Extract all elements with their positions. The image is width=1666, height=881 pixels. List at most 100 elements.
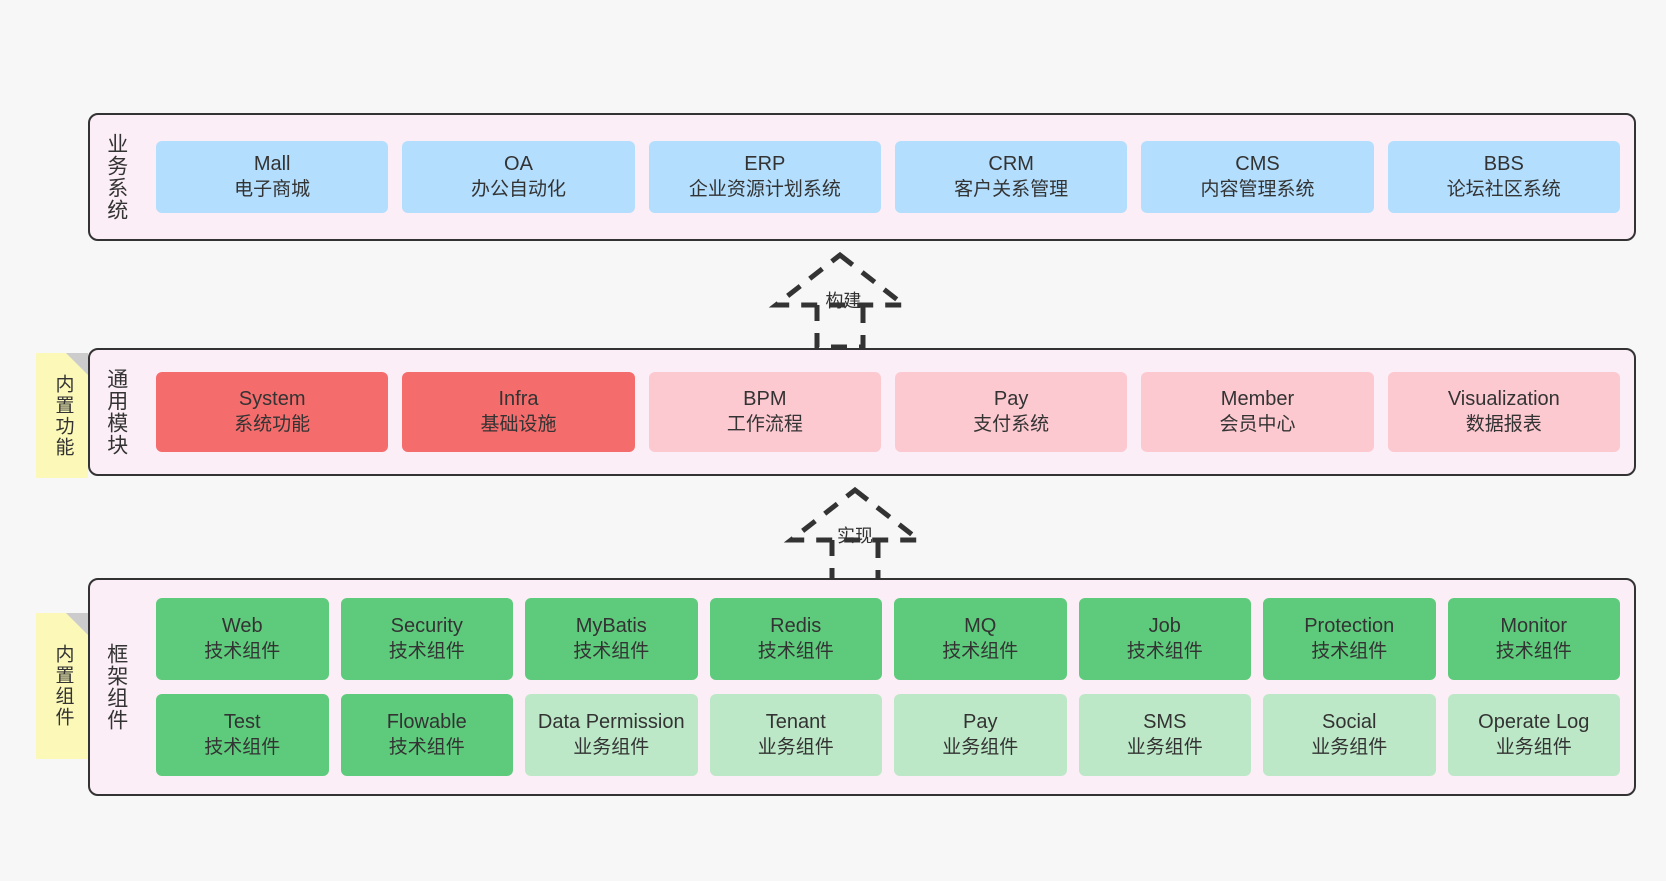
card-title: MQ	[964, 615, 997, 638]
connector-stem-icon	[814, 305, 866, 350]
card-title: Web	[221, 615, 263, 638]
connector-implement: 实现	[770, 484, 940, 585]
generalization-triangle-icon	[783, 486, 927, 543]
card-subtitle: 会员中心	[1219, 413, 1296, 435]
card-subtitle: 业务组件	[1311, 736, 1388, 758]
connector-implement-label: 实现	[837, 526, 873, 546]
connector-build: 构建	[755, 249, 925, 350]
card-title: Infra	[498, 388, 539, 411]
card-subtitle: 内容管理系统	[1200, 178, 1315, 200]
card-title: OA	[504, 153, 533, 176]
card-subtitle: 支付系统	[973, 413, 1050, 435]
card-title: Redis	[770, 615, 822, 638]
card-subtitle: 技术组件	[1126, 640, 1203, 662]
card-subtitle: 技术组件	[204, 736, 281, 758]
card-title: Flowable	[386, 711, 467, 734]
card-title: BBS	[1483, 153, 1524, 176]
layer-title-framework: 框架组件	[104, 643, 128, 731]
note-builtin-functions: 内置功能	[36, 353, 88, 478]
card-subtitle: 技术组件	[1495, 640, 1572, 662]
card-title: Mall	[253, 153, 291, 176]
card-subtitle: 业务组件	[1495, 736, 1572, 758]
card-title: Pay	[963, 711, 998, 734]
card-title: Visualization	[1447, 388, 1560, 411]
card-subtitle: 数据报表	[1465, 413, 1542, 435]
card-subtitle: 技术组件	[942, 640, 1019, 662]
card-subtitle: 技术组件	[204, 640, 281, 662]
card-title: Tenant	[765, 711, 826, 734]
card-subtitle: 电子商城	[234, 178, 311, 200]
card-subtitle: 技术组件	[1311, 640, 1388, 662]
note-fold-icon	[66, 613, 88, 635]
card-title: ERP	[744, 153, 786, 176]
card-title: Security	[390, 615, 463, 638]
card-title: Monitor	[1500, 615, 1568, 638]
connector-build-label: 构建	[825, 291, 862, 311]
note-builtin-functions-label: 内置功能	[52, 373, 74, 458]
layer-title-business: 业务系统	[104, 133, 128, 221]
card-title: Test	[223, 711, 261, 734]
card-subtitle: 技术组件	[388, 736, 465, 758]
card-title: CRM	[988, 153, 1034, 176]
note-fold-icon	[66, 353, 88, 375]
card-subtitle: 业务组件	[942, 736, 1019, 758]
card-title: Pay	[993, 388, 1029, 411]
card-subtitle: 业务组件	[757, 736, 834, 758]
card-title: Member	[1220, 388, 1295, 411]
card-subtitle: 论坛社区系统	[1446, 178, 1561, 200]
layer-title-modules: 通用模块	[104, 368, 128, 456]
card-subtitle: 技术组件	[388, 640, 465, 662]
card-title: CMS	[1235, 153, 1280, 176]
card-title: Protection	[1304, 615, 1395, 638]
card-subtitle: 办公自动化	[470, 178, 566, 200]
card-subtitle: 系统功能	[234, 413, 311, 435]
card-subtitle: 技术组件	[573, 640, 650, 662]
note-builtin-components-label: 内置组件	[52, 644, 74, 728]
note-builtin-components: 内置组件	[36, 613, 88, 759]
card-subtitle: 技术组件	[757, 640, 834, 662]
card-title: Social	[1322, 711, 1377, 734]
generalization-triangle-icon	[768, 251, 912, 308]
card-title: SMS	[1143, 711, 1187, 734]
card-title: System	[238, 388, 306, 411]
card-subtitle: 业务组件	[573, 736, 650, 758]
card-subtitle: 客户关系管理	[954, 178, 1069, 200]
card-title: BPM	[743, 388, 787, 411]
card-subtitle: 基础设施	[480, 413, 557, 435]
